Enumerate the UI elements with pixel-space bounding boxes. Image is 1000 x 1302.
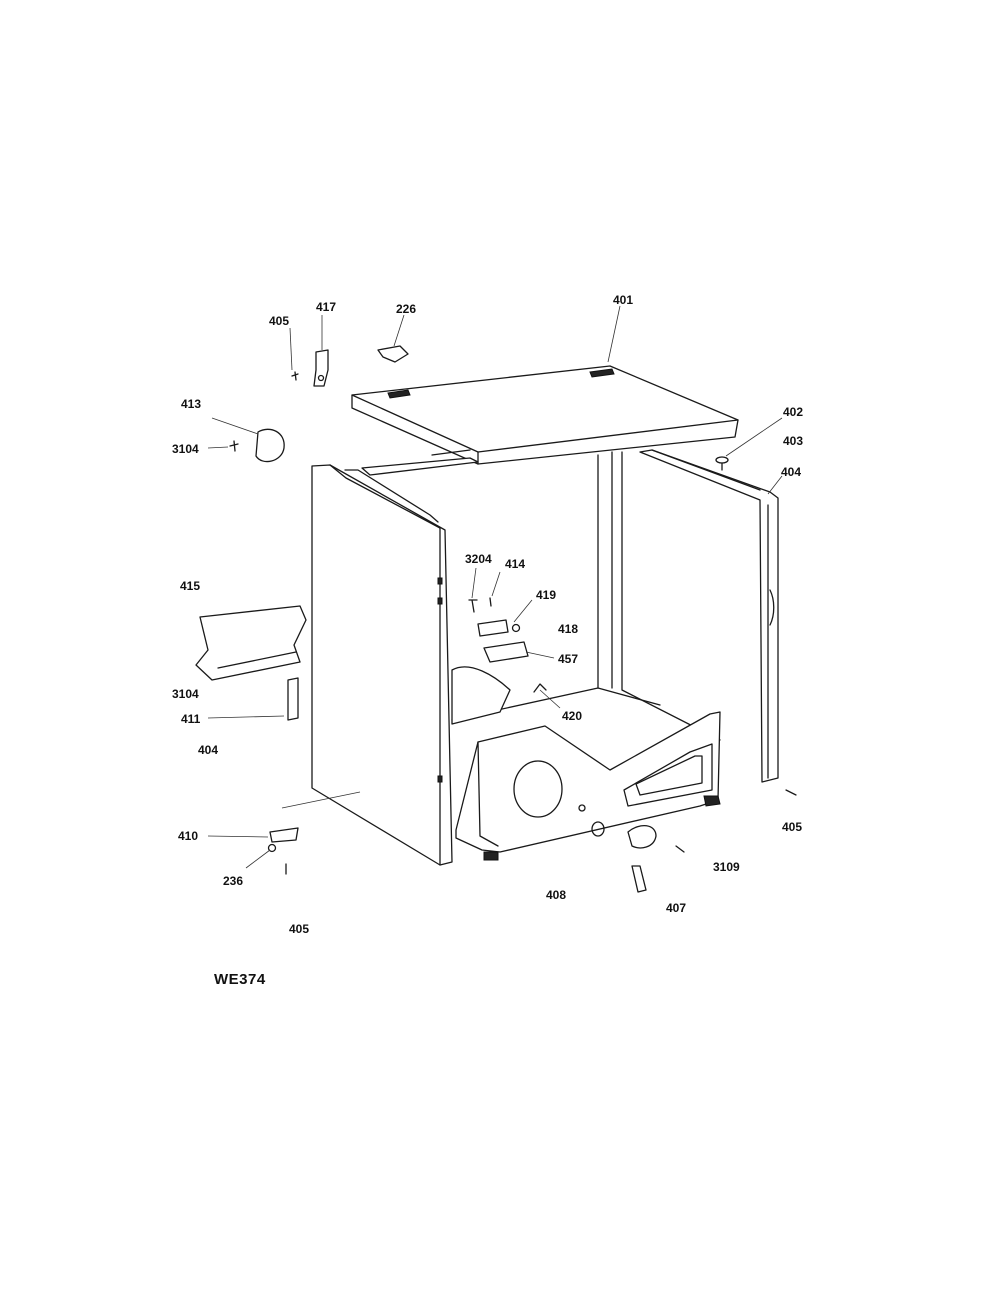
label-413: 413 <box>181 397 201 411</box>
label-415: 415 <box>180 579 200 593</box>
label-404-right: 404 <box>781 465 801 479</box>
label-457: 457 <box>558 652 578 666</box>
label-226: 226 <box>396 302 416 316</box>
label-405-top: 405 <box>269 314 289 328</box>
label-411: 411 <box>181 712 201 726</box>
right-side-rail <box>639 449 779 783</box>
label-419: 419 <box>536 588 556 602</box>
label-420: 420 <box>562 709 582 723</box>
label-417: 417 <box>316 300 336 314</box>
label-404-left: 404 <box>198 743 218 757</box>
label-408: 408 <box>546 888 566 902</box>
label-407: 407 <box>666 901 686 915</box>
rear-frame <box>451 451 721 741</box>
label-414: 414 <box>505 557 525 571</box>
label-403: 403 <box>783 434 803 448</box>
top-rail <box>361 449 479 476</box>
label-3104-lower: 3104 <box>172 687 199 701</box>
label-405-right: 405 <box>782 820 802 834</box>
label-402: 402 <box>783 405 803 419</box>
label-3109: 3109 <box>713 860 740 874</box>
label-418: 418 <box>558 622 578 636</box>
drawing-code: WE374 <box>214 971 266 988</box>
small-parts <box>195 345 797 893</box>
label-3104-top: 3104 <box>172 442 199 456</box>
label-236: 236 <box>223 874 243 888</box>
left-side-panel <box>311 464 453 866</box>
leader-lines <box>207 305 783 869</box>
label-3204: 3204 <box>465 552 492 566</box>
part-labels: 401 402 403 404 417 226 405 413 3104 415… <box>172 293 803 936</box>
base-frame <box>455 711 721 861</box>
label-401: 401 <box>613 293 633 307</box>
label-410: 410 <box>178 829 198 843</box>
label-405-bottom: 405 <box>289 922 309 936</box>
top-panel <box>351 365 739 465</box>
